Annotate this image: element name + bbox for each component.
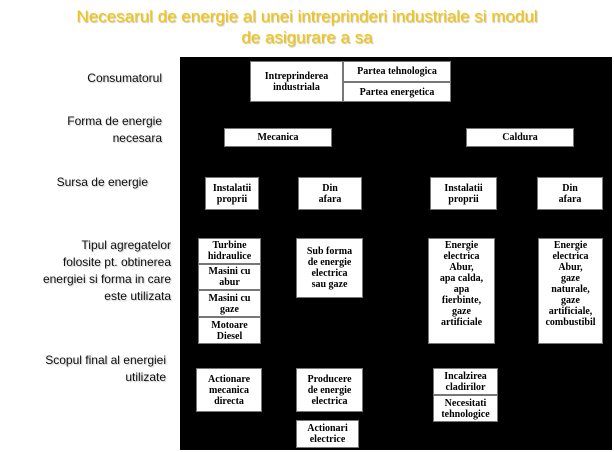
electric-drives-box: Actionari electrice xyxy=(296,420,359,448)
row-label-final-purpose: Scopul final al energiei utilizate xyxy=(45,353,166,384)
gas-machines-box: Masini cu gaze xyxy=(198,290,261,317)
diagram-title: Necesarul de energie al unei intreprinde… xyxy=(0,6,614,48)
title-line-1: Necesarul de energie al unei intreprinde… xyxy=(76,7,538,26)
heat-outside-forms-box: Energie electrica Abur, gaze naturale, g… xyxy=(538,238,603,344)
mechanical-box: Mecanica xyxy=(224,128,332,147)
hydraulic-turbines-box: Turbine hidraulice xyxy=(198,238,261,264)
tech-part-box: Partea tehnologica xyxy=(343,61,451,82)
enterprise-box: Intreprinderea industriala xyxy=(250,61,343,102)
direct-drive-box: Actionare mecanica directa xyxy=(196,368,262,412)
outside-mech-box: Din afara xyxy=(298,177,362,210)
steam-machines-box: Masini cu abur xyxy=(198,264,261,290)
row-label-consumer: Consumatorul xyxy=(87,71,162,85)
own-installations-heat-box: Instalatii proprii xyxy=(430,177,497,210)
heat-own-forms-box: Energie electrica Abur, apa calda, apa f… xyxy=(428,238,495,344)
own-installations-mech-box: Instalatii proprii xyxy=(205,177,259,210)
tech-needs-box: Necesitati tehnologice xyxy=(433,395,498,422)
title-line-2: de asigurare a sa xyxy=(241,28,373,47)
heat-box: Caldura xyxy=(466,128,574,147)
row-label-energy-source: Sursa de energie xyxy=(56,175,148,189)
energy-part-box: Partea energetica xyxy=(343,82,451,102)
building-heating-box: Incalzirea cladirilor xyxy=(433,368,498,395)
outside-mech-forms-box: Sub forma de energie electrica sau gaze xyxy=(296,238,363,298)
row-label-energy-form: Forma de energie necesara xyxy=(67,114,162,145)
electricity-production-box: Producere de energie electrica xyxy=(296,368,363,412)
outside-heat-box: Din afara xyxy=(537,177,603,210)
row-label-aggregates: Tipul agregatelor folosite pt. obtinerea… xyxy=(42,238,171,303)
diesel-engines-box: Motoare Diesel xyxy=(198,317,261,344)
